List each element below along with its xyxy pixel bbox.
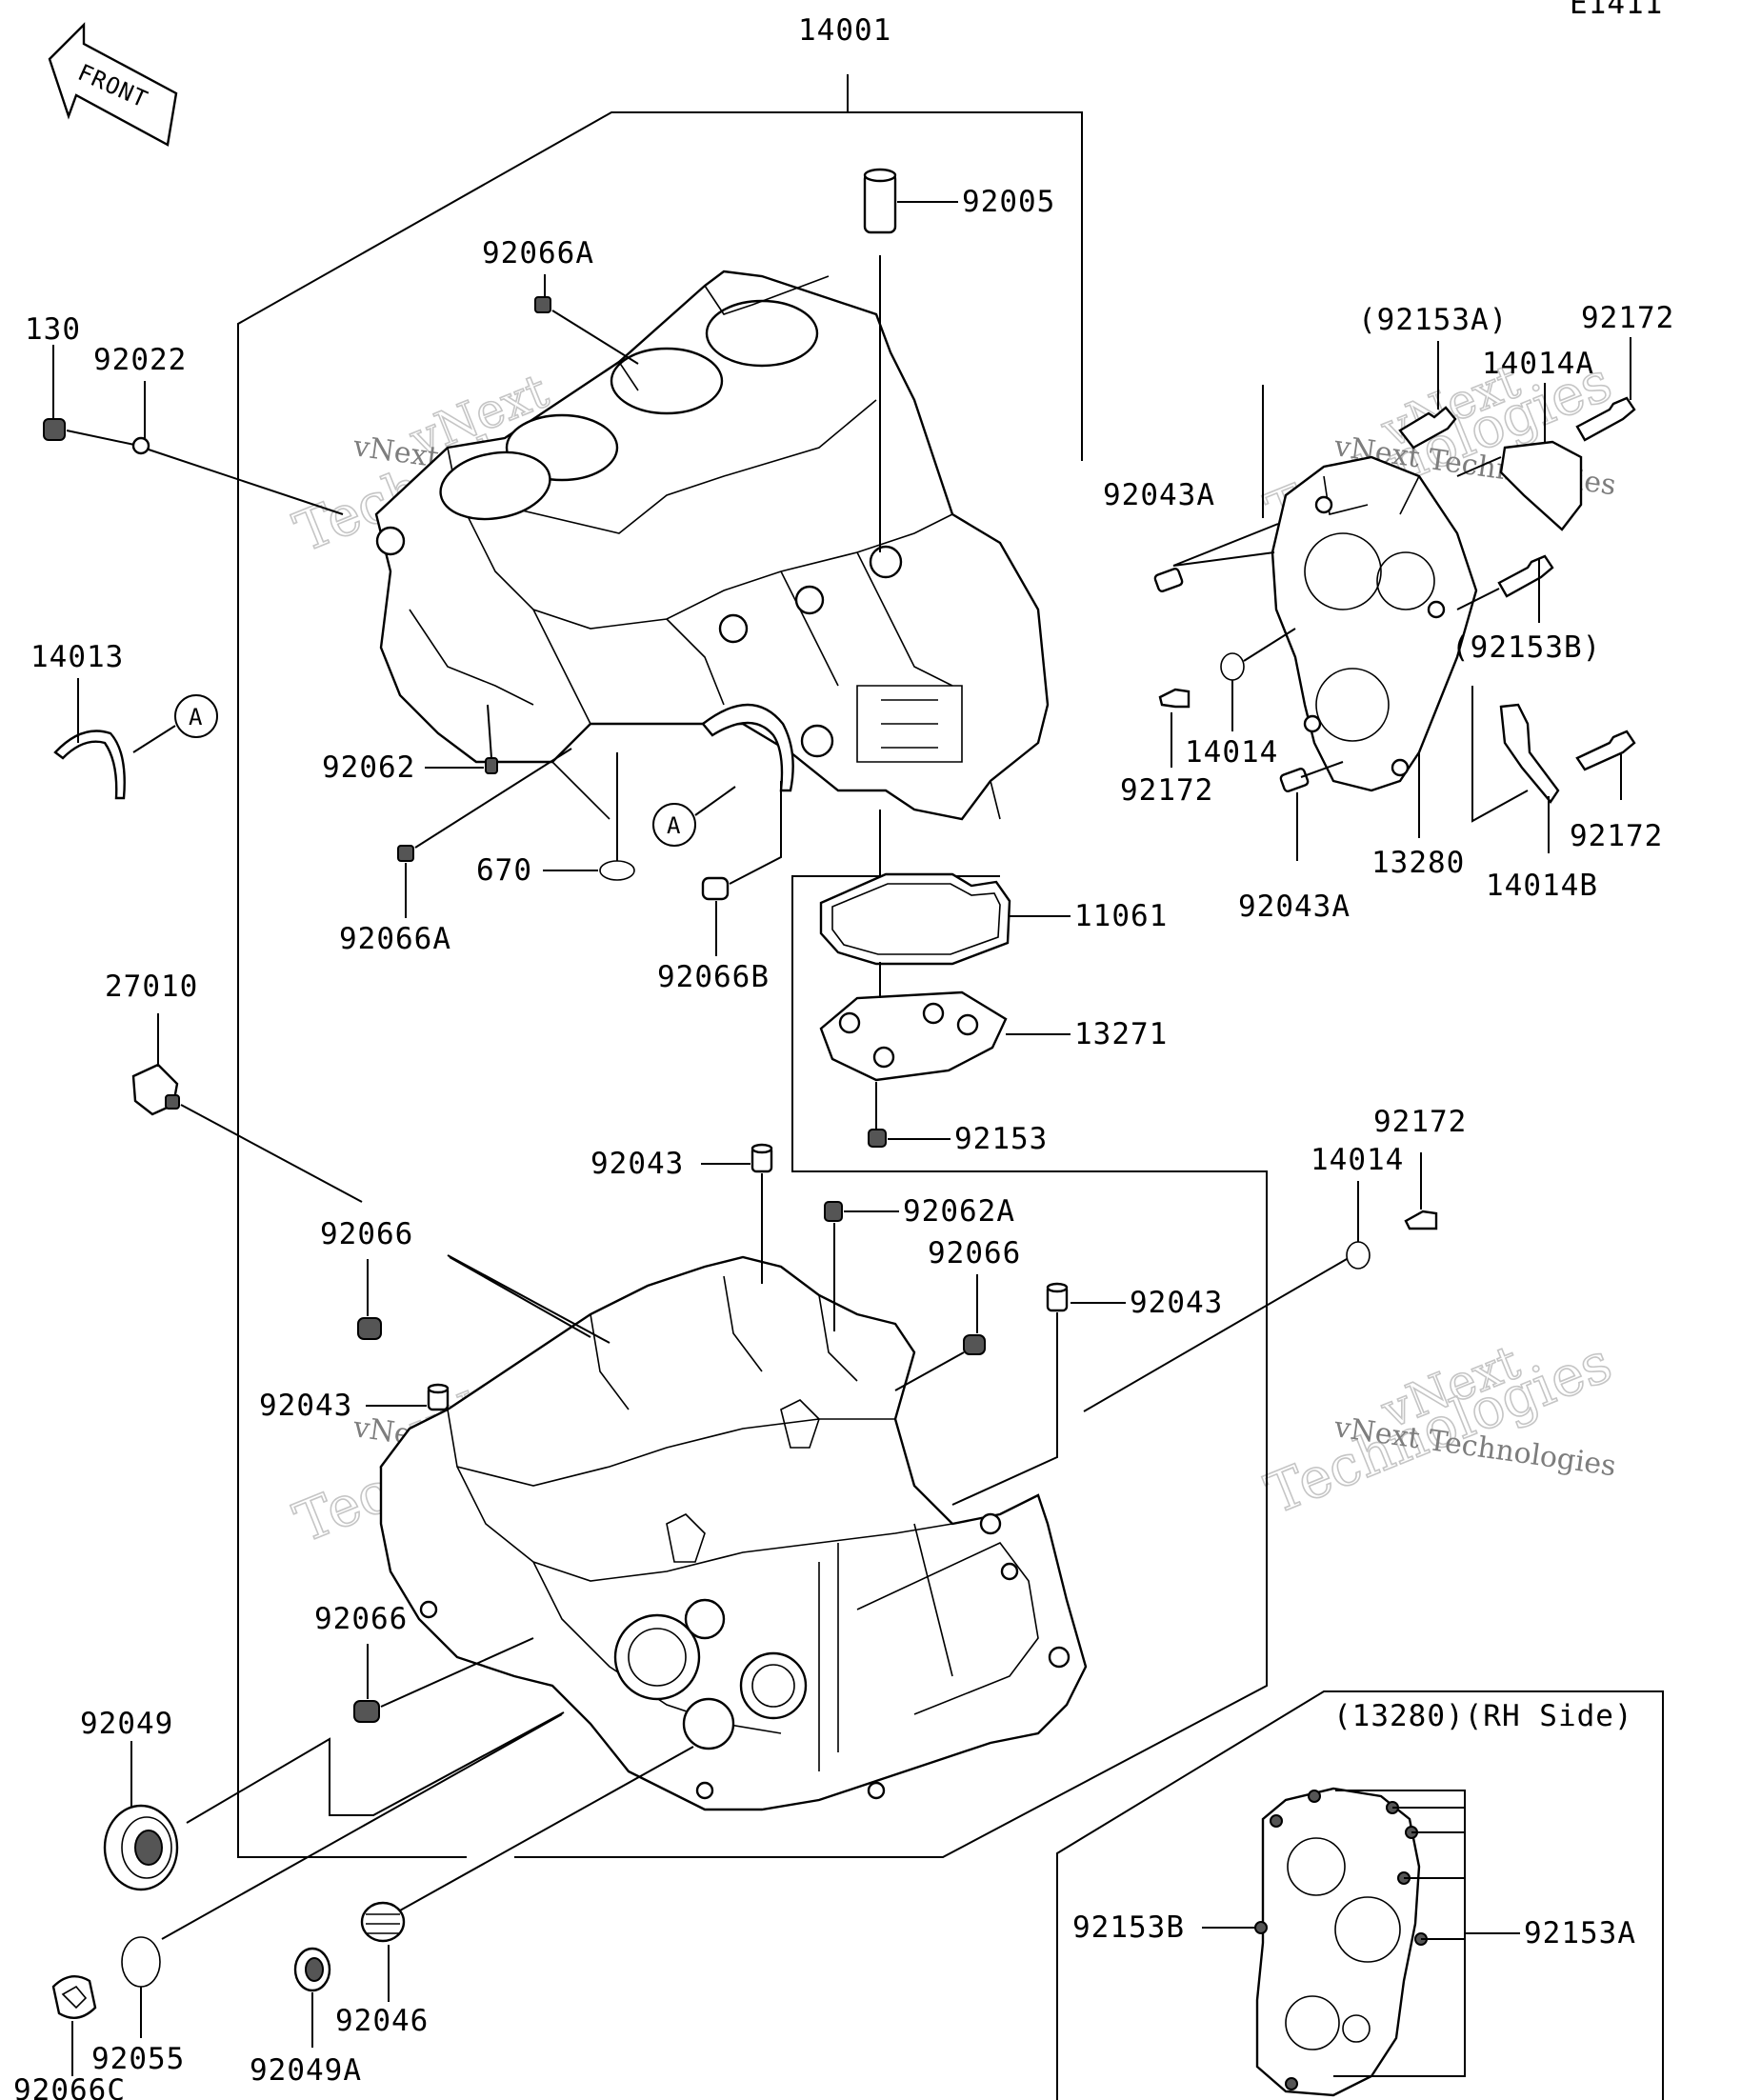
part-11061-gasket: [819, 810, 1071, 966]
label-92049: 92049: [80, 1707, 173, 1741]
part-670-o-ring: [543, 752, 635, 881]
label-92043A-bottom: 92043A: [1238, 890, 1351, 924]
label-92043-right: 92043: [1130, 1286, 1223, 1320]
label-92005: 92005: [962, 185, 1055, 219]
part-13280-cover: [1271, 455, 1478, 838]
label-11061: 11061: [1074, 899, 1168, 933]
label-92172-mid: 92172: [1120, 773, 1213, 808]
part-92153B-bolt: [1456, 554, 1554, 623]
lower-crankcase: [379, 1255, 1088, 1811]
assembly-frame-14001: [237, 74, 1268, 1858]
label-92066C: 92066C: [13, 2073, 126, 2100]
part-130-bolt: [43, 345, 140, 447]
label-92066A-top: 92066A: [482, 236, 594, 270]
label-130: 130: [25, 312, 81, 347]
label-92172-top: 92172: [1581, 301, 1674, 335]
part-92043A-bottom-dowel: [1279, 761, 1344, 861]
label-92066-lower: 92066: [314, 1602, 408, 1636]
label-92046: 92046: [335, 2004, 429, 2038]
part-14013-bearing-shell: [53, 678, 126, 800]
inset-title: (13280)(RH Side): [1333, 1699, 1633, 1733]
part-14014-mid-washer: [1220, 628, 1296, 731]
part-27010-switch: [131, 1013, 591, 1338]
callout-A-left-label: A: [189, 704, 203, 730]
label-14014B: 14014B: [1486, 869, 1598, 903]
label-14001: 14001: [798, 13, 891, 48]
label-92066A-bottom: 92066A: [339, 922, 451, 956]
part-92153A-bolt: [1398, 341, 1457, 450]
label-14013: 14013: [30, 640, 124, 674]
part-14014B-plate: [1471, 686, 1560, 853]
label-92066-right: 92066: [928, 1236, 1021, 1270]
part-92046-bearing: [360, 1746, 694, 2002]
front-arrow-icon: FRONT: [48, 22, 178, 147]
diagram-code: E1411: [1570, 0, 1663, 21]
label-92043A-top: 92043A: [1103, 478, 1215, 512]
label-92043-upper: 92043: [590, 1147, 684, 1181]
part-92172-top: [1575, 337, 1636, 442]
part-92043-right: [951, 1282, 1126, 1506]
label-13271: 13271: [1074, 1017, 1168, 1051]
part-92043-left: [366, 1383, 450, 1411]
callout-A-left: [132, 694, 218, 753]
part-92049-seal: [103, 1711, 565, 1891]
label-inset-92153B: 92153B: [1072, 1910, 1185, 1945]
label-92066B: 92066B: [657, 960, 770, 994]
part-92066A-top: [534, 274, 639, 365]
part-92066B: [701, 781, 782, 956]
part-92172-mid: [1158, 688, 1191, 768]
part-92043-upper: [701, 1143, 773, 1284]
label-inset-92153A: 92153A: [1524, 1916, 1636, 1950]
label-92022: 92022: [93, 343, 187, 377]
part-92172-lower: [1404, 1152, 1438, 1230]
part-92062: [425, 704, 498, 774]
label-92055: 92055: [91, 2042, 185, 2076]
label-92043-left: 92043: [259, 1389, 352, 1423]
part-92022-washer: [131, 381, 344, 515]
label-92062: 92062: [322, 750, 415, 785]
part-14014-lower-washer: [1083, 1181, 1371, 1412]
callout-A-center: [652, 786, 736, 847]
callout-A-center-label: A: [667, 812, 681, 839]
label-92153: 92153: [954, 1122, 1048, 1156]
part-92066A-bottom: [397, 748, 572, 918]
label-670: 670: [476, 853, 532, 888]
label-14014-mid: 14014: [1185, 735, 1278, 770]
label-14014-lower: 14014: [1311, 1143, 1404, 1177]
part-92066-right: [894, 1274, 986, 1391]
part-92005-sleeve: [863, 168, 958, 552]
watermark-lower-right: vNext Technologies vNext Technologies: [1256, 1329, 1621, 1527]
part-92043A-top-dowel: [1153, 385, 1279, 592]
part-14013-center-shell: [701, 703, 794, 792]
part-92062A: [824, 1201, 899, 1331]
label-92062A: 92062A: [903, 1194, 1015, 1229]
label-92066-left: 92066: [320, 1217, 413, 1251]
label-14014A: 14014A: [1482, 347, 1594, 381]
part-92172-right: [1575, 730, 1636, 800]
inset-rh-side: [1056, 1690, 1664, 2100]
label-92153A-paren: (92153A): [1358, 303, 1508, 337]
label-92049A: 92049A: [250, 2053, 362, 2088]
part-92153-bolt: [868, 1082, 951, 1148]
part-92066C-plug: [51, 1975, 97, 2076]
label-92172-right: 92172: [1570, 819, 1663, 853]
part-92066-left: [357, 1254, 610, 1344]
part-92066-lower: [353, 1637, 534, 1723]
label-92153B-paren: (92153B): [1451, 630, 1601, 665]
part-92055-o-ring: [121, 1713, 563, 2038]
label-92172-lower: 92172: [1373, 1105, 1467, 1139]
part-92049A-seal: [293, 1947, 331, 2048]
part-14014A-plate: [1456, 383, 1583, 531]
upper-crankcase: [374, 270, 1050, 821]
part-13271-plate: [819, 962, 1071, 1082]
label-13280: 13280: [1371, 846, 1465, 880]
label-27010: 27010: [105, 970, 198, 1004]
